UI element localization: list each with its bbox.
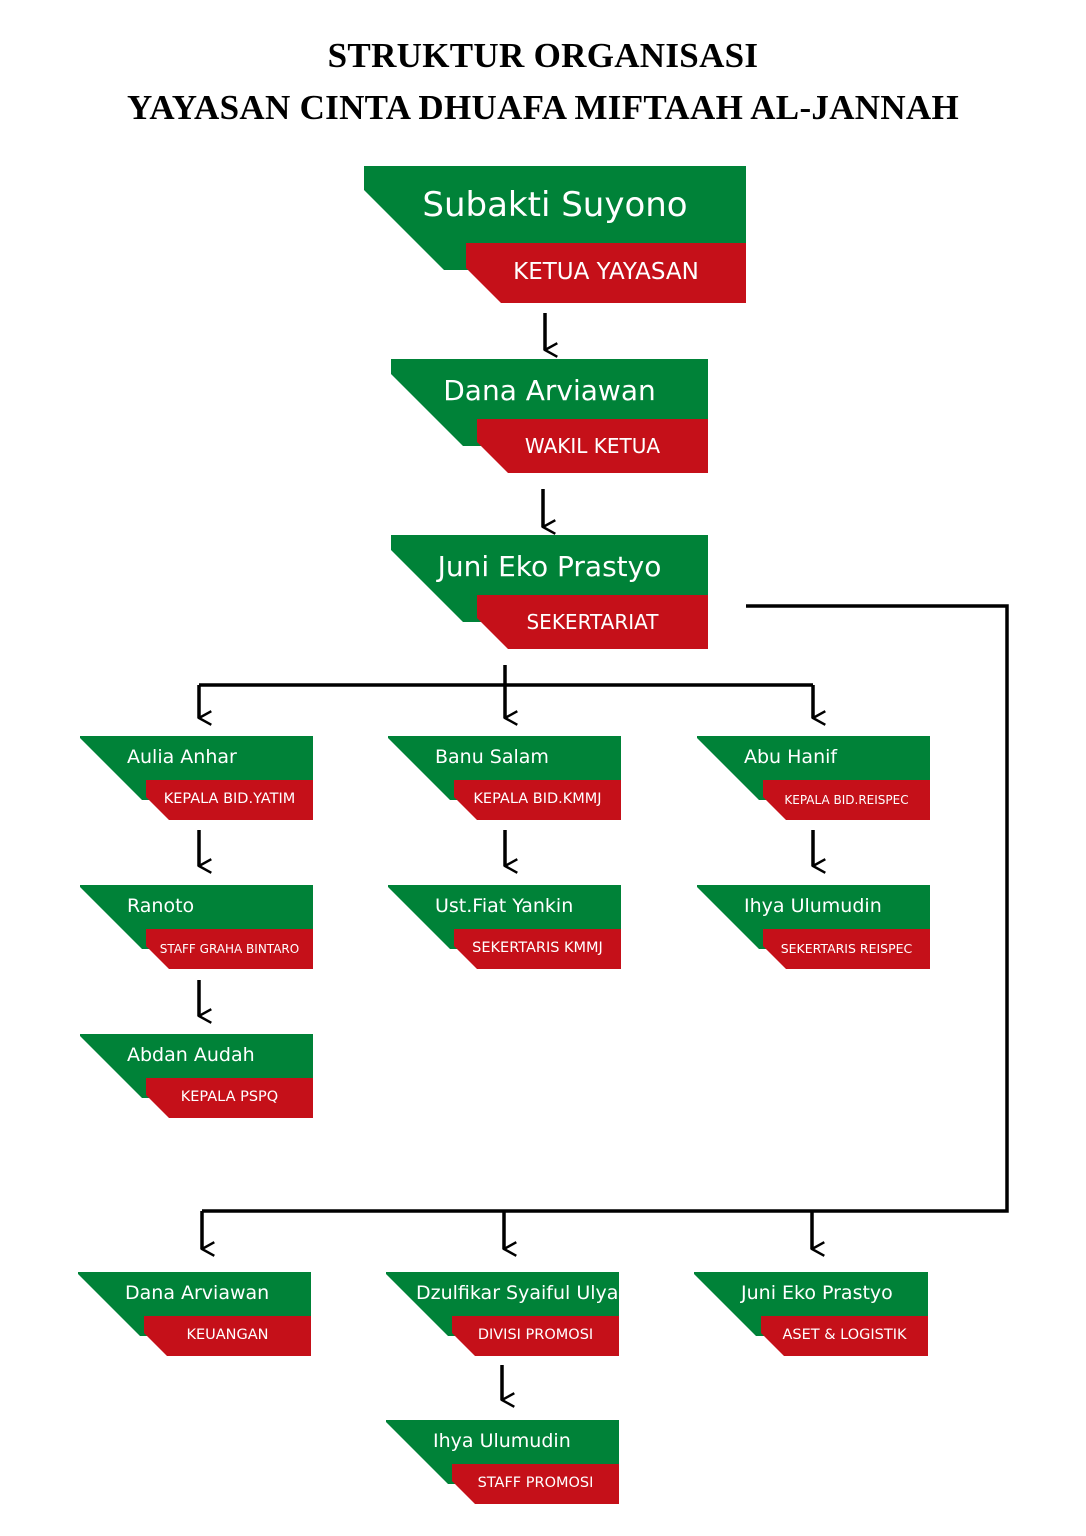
node-sekertaris-reispec: Ihya Ulumudin SEKERTARIS REISPEC (697, 885, 930, 969)
node-kepala-bid-yatim: Aulia Anhar KEPALA BID.YATIM (80, 736, 313, 820)
node-role: SEKERTARIAT (526, 609, 659, 634)
node-name: Abu Hanif (744, 746, 838, 769)
node-kepala-bid-kmmj: Banu Salam KEPALA BID.KMMJ (388, 736, 621, 820)
node-role: DIVISI PROMOSI (477, 1327, 594, 1343)
node-staff-promosi: Ihya Ulumudin STAFF PROMOSI (386, 1420, 619, 1504)
node-role: ASET & LOGISTIK (782, 1327, 907, 1343)
node-name: Ust.Fiat Yankin (435, 895, 574, 918)
node-name: Ihya Ulumudin (433, 1430, 571, 1453)
node-name: Dzulfikar Syaiful Ulya (416, 1282, 619, 1305)
node-name: Dana Arviawan (125, 1282, 270, 1305)
node-role: SEKERTARIS REISPEC (780, 941, 913, 957)
node-name: Abdan Audah (127, 1044, 255, 1067)
node-name: Aulia Anhar (127, 746, 237, 769)
node-aset-logistik: Juni Eko Prastyo ASET & LOGISTIK (694, 1272, 928, 1356)
node-name: Ihya Ulumudin (744, 895, 882, 918)
chart-title-line-1: STRUKTUR ORGANISASI (327, 36, 759, 75)
node-role: STAFF GRAHA BINTARO (159, 941, 300, 956)
node-name: Juni Eko Prastyo (437, 549, 662, 583)
node-name: Dana Arviawan (443, 373, 656, 407)
node-role: KEPALA PSPQ (180, 1089, 279, 1105)
node-ketua-yayasan: Subakti Suyono KETUA YAYASAN (364, 166, 746, 303)
node-role: KEUANGAN (186, 1327, 269, 1343)
node-divisi-promosi: Dzulfikar Syaiful Ulya DIVISI PROMOSI (386, 1272, 619, 1356)
node-staff-graha-bintaro: Ranoto STAFF GRAHA BINTARO (80, 885, 313, 969)
node-role: KETUA YAYASAN (513, 258, 699, 285)
node-sekretariat: Juni Eko Prastyo SEKERTARIAT (391, 535, 708, 649)
node-keuangan: Dana Arviawan KEUANGAN (78, 1272, 311, 1356)
node-kepala-pspq: Abdan Audah KEPALA PSPQ (80, 1034, 313, 1118)
node-wakil-ketua: Dana Arviawan WAKIL KETUA (391, 359, 708, 473)
node-kepala-bid-reispec: Abu Hanif KEPALA BID.REISPEC (697, 736, 930, 820)
node-sekertaris-kmmj: Ust.Fiat Yankin SEKERTARIS KMMJ (388, 885, 621, 969)
node-role: KEPALA BID.KMMJ (473, 791, 602, 807)
chart-title: STRUKTUR ORGANISASI YAYASAN CINTA DHUAFA… (0, 30, 1086, 134)
node-name: Ranoto (127, 895, 195, 918)
node-name: Subakti Suyono (422, 185, 688, 226)
node-role: KEPALA BID.REISPEC (784, 792, 909, 807)
node-name: Banu Salam (435, 746, 549, 769)
node-role: WAKIL KETUA (524, 433, 661, 458)
chart-title-line-2: YAYASAN CINTA DHUAFA MIFTAAH AL-JANNAH (126, 88, 960, 127)
node-role: KEPALA BID.YATIM (163, 791, 296, 807)
node-name: Juni Eko Prastyo (741, 1282, 893, 1305)
connector-sekretariat-to-bottom-row (202, 604, 1009, 1213)
node-role: STAFF PROMOSI (477, 1475, 594, 1491)
node-role: SEKERTARIS KMMJ (472, 940, 603, 956)
